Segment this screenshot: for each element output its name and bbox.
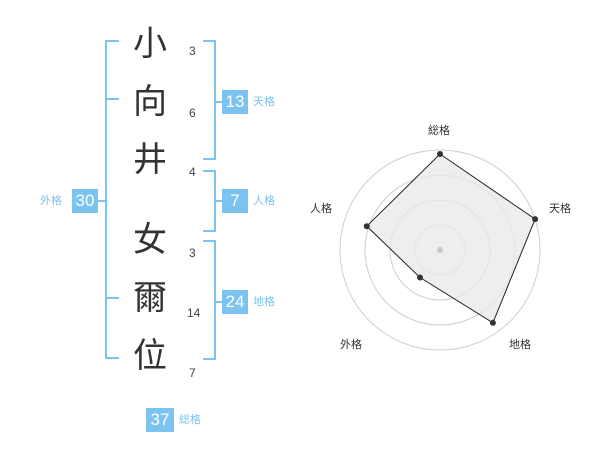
radar-point-1 (532, 216, 539, 223)
stroke-count-4: 3 (189, 246, 196, 260)
radar-axis-label-chikaku: 地格 (509, 338, 531, 351)
chikaku-value-badge: 24 (222, 290, 248, 314)
stroke-count-6: 7 (189, 366, 196, 380)
stroke-count-3: 4 (189, 165, 196, 179)
jinkaku-label: 人格 (253, 194, 275, 207)
radar-polygon (366, 153, 536, 324)
stroke-count-5: 14 (187, 306, 201, 320)
radar-axis-label-gaikaku: 外格 (340, 338, 362, 351)
stroke-count-2: 6 (189, 106, 196, 120)
gaikaku-value-badge: 30 (72, 189, 98, 213)
name-char-3: 井 (133, 140, 167, 180)
name-char-4: 女 (133, 220, 167, 260)
radar-point-4 (363, 223, 370, 230)
radar-point-3 (417, 274, 424, 281)
jinkaku-value-badge: 7 (222, 189, 248, 213)
radar-axis-label-tenkaku: 天格 (549, 202, 571, 215)
radar-axis-label-jinkaku: 人格 (310, 202, 332, 215)
stroke-count-1: 3 (189, 44, 196, 58)
radar-axis-label-soukaku: 総格 (428, 124, 450, 137)
gaikaku-label: 外格 (40, 194, 62, 207)
name-char-5: 爾 (133, 278, 167, 318)
tenkaku-value-badge: 13 (222, 90, 248, 114)
name-char-1: 小 (133, 24, 167, 64)
radar-center-point (437, 247, 443, 253)
radar-point-0 (437, 151, 443, 157)
name-char-2: 向 (133, 82, 167, 122)
chikaku-label: 地格 (253, 295, 275, 308)
soukaku-value-badge: 37 (146, 408, 174, 432)
name-char-6: 位 (133, 336, 167, 376)
radar-ring (339, 149, 541, 351)
tenkaku-label: 天格 (253, 95, 275, 108)
soukaku-label: 総格 (179, 413, 201, 426)
radar-point-2 (489, 319, 496, 326)
